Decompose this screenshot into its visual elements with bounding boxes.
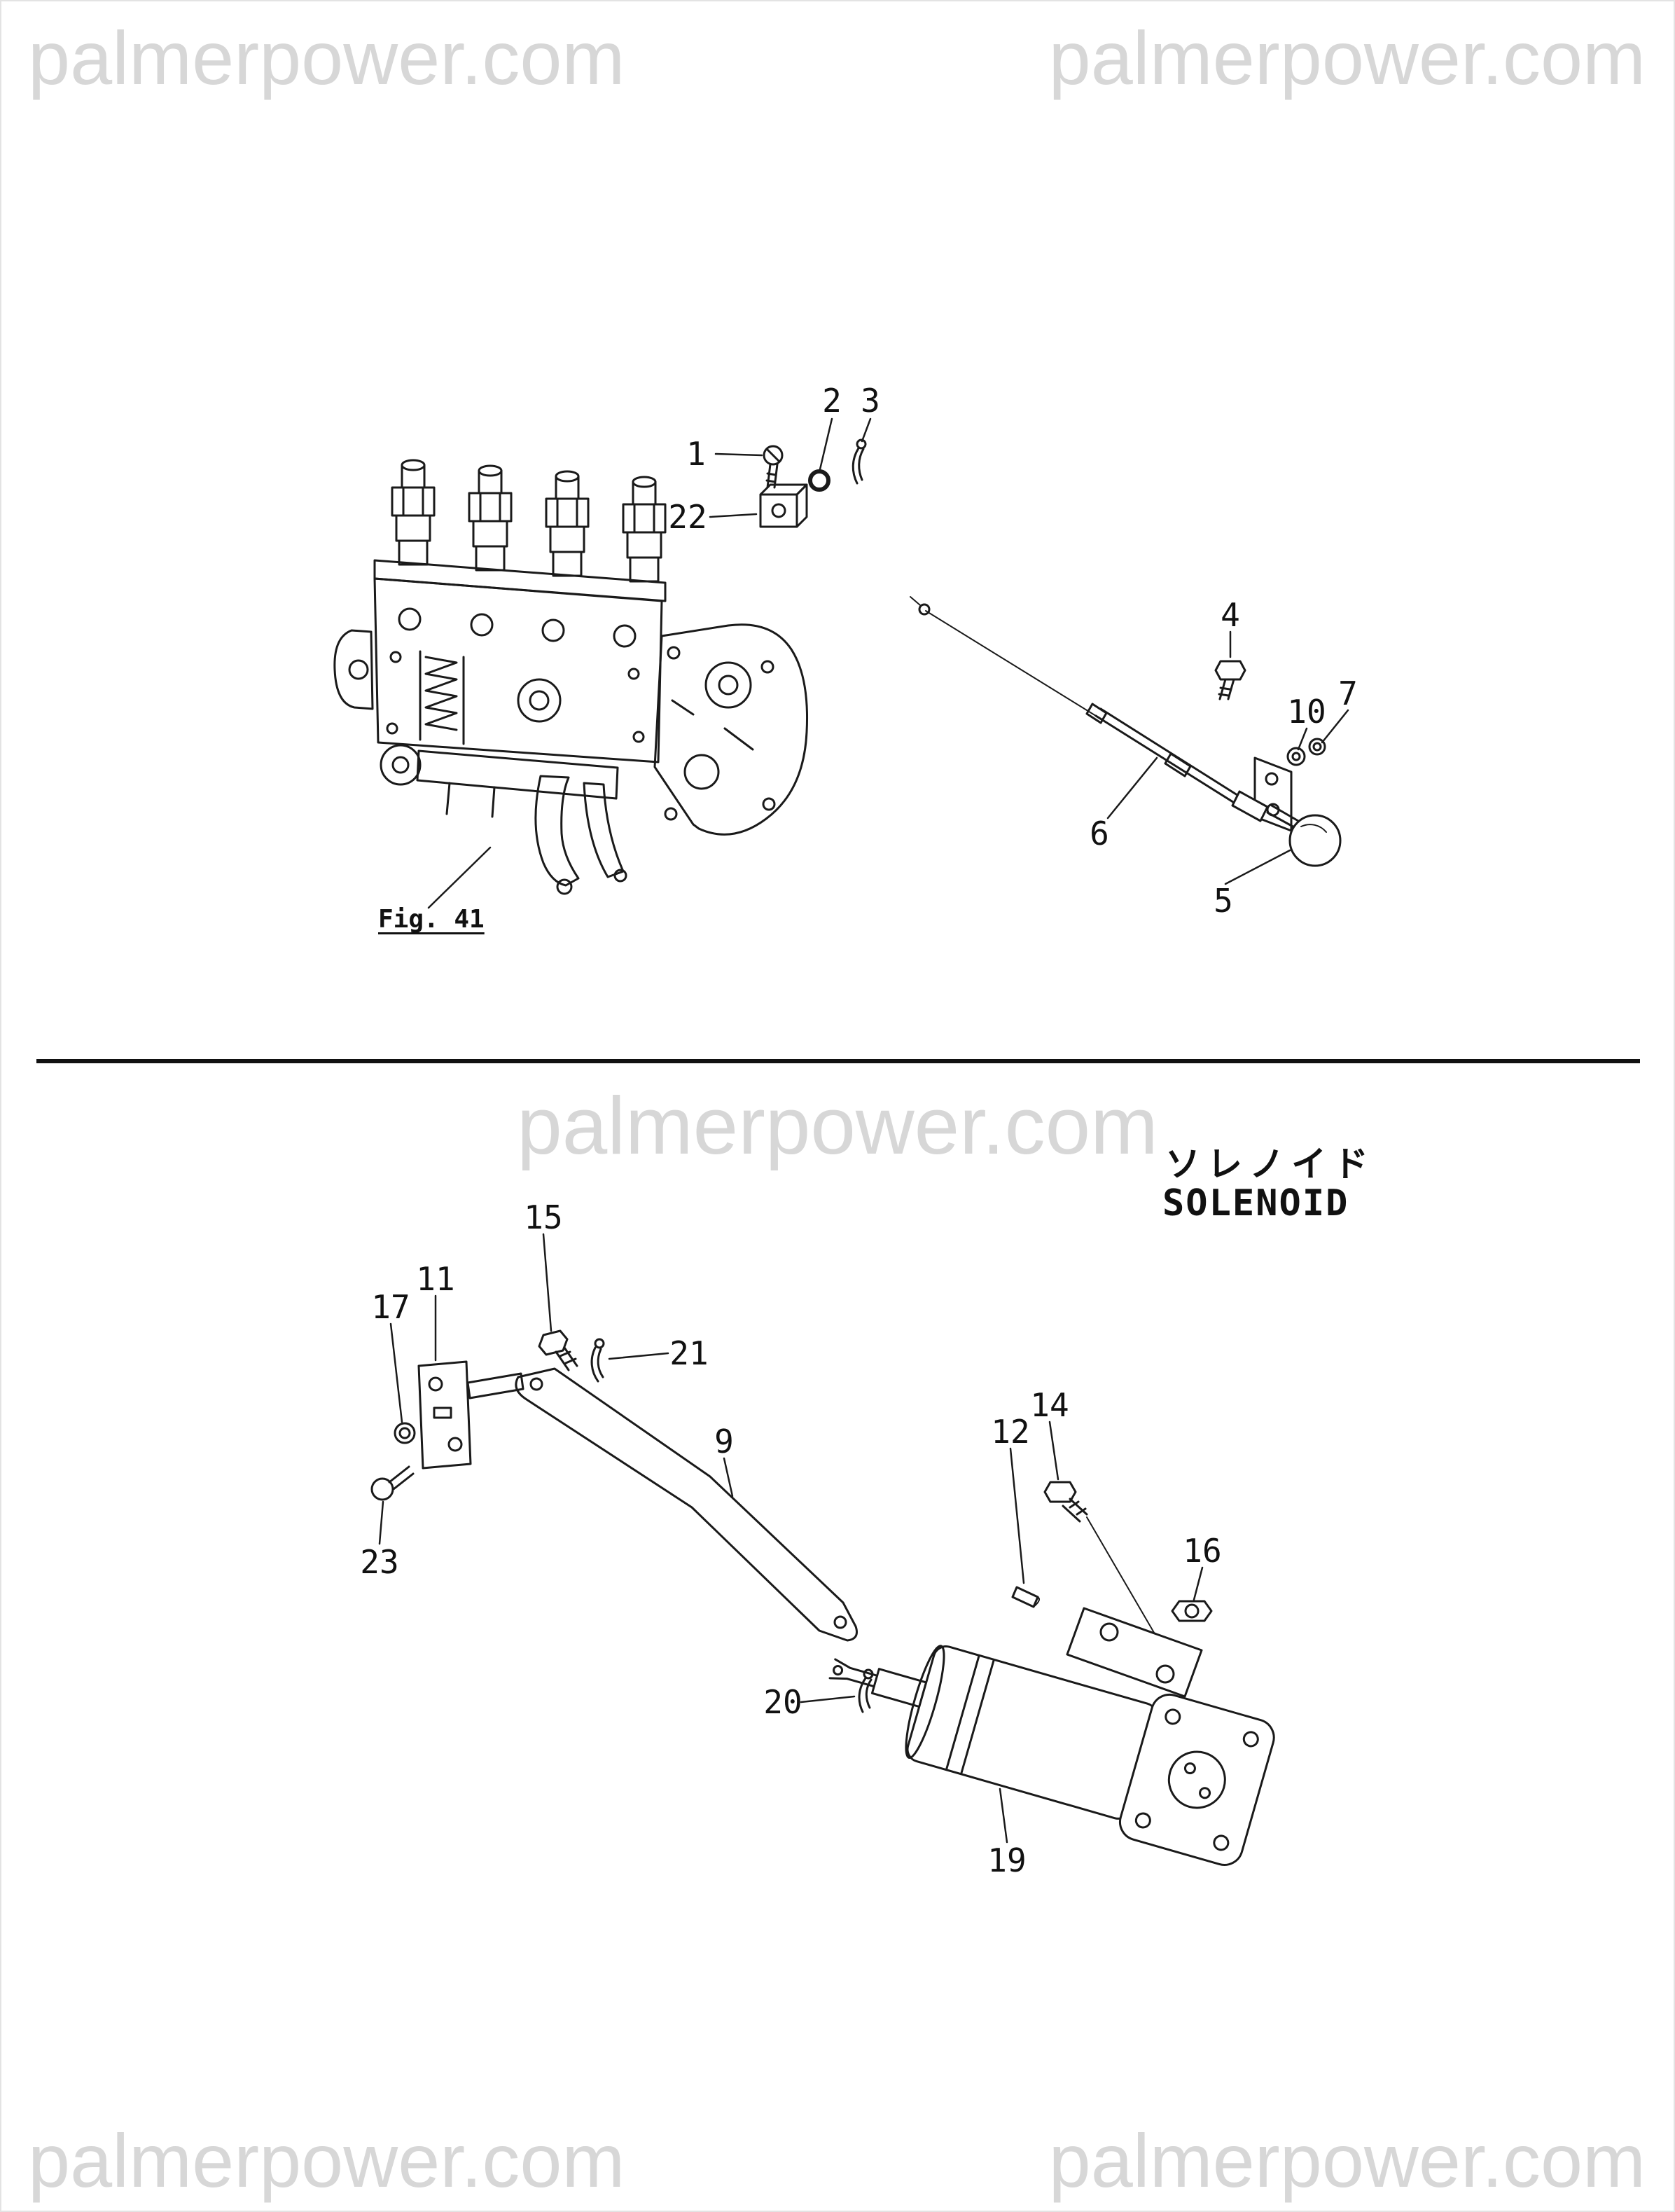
bracket-drawing-part-11 <box>417 1360 524 1470</box>
part-callout-20: 20 <box>763 1683 802 1721</box>
washer-part-7 <box>1308 738 1326 756</box>
figure-reference-label: Fig. 41 <box>378 905 485 934</box>
cotter-pin-part-21 <box>590 1338 605 1383</box>
watermark-top-left: palmerpower.com <box>28 15 625 100</box>
part-callout-4: 4 <box>1221 596 1240 634</box>
bolt-part-14 <box>1043 1481 1162 1645</box>
lever-drawing-part-9 <box>515 1367 858 1642</box>
section-divider <box>36 1059 1640 1063</box>
stop-cable-drawing <box>910 596 1342 867</box>
part-callout-3: 3 <box>861 382 880 420</box>
part-callout-10: 10 <box>1287 693 1326 731</box>
part-callout-7: 7 <box>1338 675 1358 712</box>
washer-part-2 <box>808 469 830 492</box>
leader-lines-bottom <box>378 1233 1204 1844</box>
solenoid-drawing-part-19 <box>828 1607 1275 1866</box>
leader-lines-top <box>427 417 1349 909</box>
part-callout-14: 14 <box>1030 1386 1069 1424</box>
part-callout-11: 11 <box>416 1260 455 1298</box>
watermark-bottom-right: palmerpower.com <box>1048 2118 1646 2203</box>
part-callout-17: 17 <box>371 1288 410 1326</box>
part-callout-1: 1 <box>686 435 706 473</box>
part-callout-2: 2 <box>822 382 842 420</box>
banjo-bolt-part-1 <box>763 445 784 489</box>
pin-part-12 <box>1011 1586 1040 1608</box>
part-callout-9: 9 <box>714 1423 734 1460</box>
part-callout-23: 23 <box>360 1543 399 1581</box>
bolt-part-4 <box>1214 660 1246 700</box>
nut-part-16 <box>1171 1600 1213 1622</box>
watermark-bottom-left: palmerpower.com <box>28 2118 625 2203</box>
washer-part-10 <box>1286 747 1306 766</box>
section-title-japanese: ソレノイド <box>1165 1144 1375 1184</box>
section-title-english: SOLENOID <box>1162 1182 1349 1224</box>
nut-part-17 <box>394 1422 416 1444</box>
part-callout-5: 5 <box>1214 882 1233 920</box>
injection-pump-drawing <box>333 459 808 895</box>
part-callout-22: 22 <box>668 498 707 536</box>
screw-part-15 <box>538 1329 578 1371</box>
part-callout-16: 16 <box>1183 1532 1222 1570</box>
part-callout-19: 19 <box>987 1841 1027 1879</box>
part-callout-15: 15 <box>524 1198 563 1236</box>
bolt-part-23 <box>370 1465 415 1501</box>
watermark-center: palmerpower.com <box>517 1080 1158 1171</box>
cotter-pin-part-20 <box>858 1668 874 1713</box>
watermark-top-right: palmerpower.com <box>1048 15 1646 100</box>
part-callout-12: 12 <box>991 1413 1030 1451</box>
part-callout-6: 6 <box>1090 815 1109 852</box>
joint-block-part-22 <box>759 483 808 528</box>
part-callout-21: 21 <box>669 1334 709 1372</box>
cotter-pin-part-3 <box>852 438 867 485</box>
